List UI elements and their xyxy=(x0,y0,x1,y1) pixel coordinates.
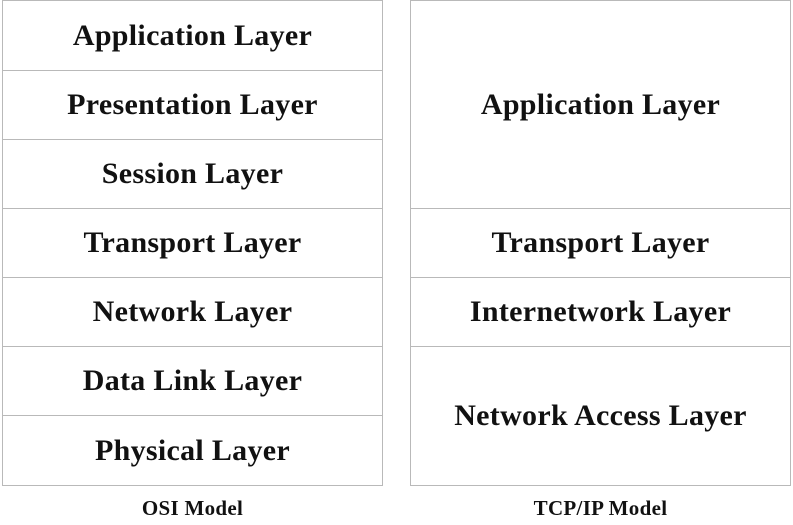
osi-model-stack: Application Layer Presentation Layer Ses… xyxy=(2,0,383,486)
tcpip-model-label: TCP/IP Model xyxy=(533,496,668,520)
osi-transport-layer: Transport Layer xyxy=(3,209,382,278)
tcpip-network-access-layer: Network Access Layer xyxy=(454,399,747,432)
osi-session-layer: Session Layer xyxy=(3,140,382,209)
osi-presentation-layer: Presentation Layer xyxy=(3,71,382,140)
osi-model-label: OSI Model xyxy=(141,496,244,520)
tcpip-internetwork-layer: Internetwork Layer xyxy=(411,278,790,347)
tcpip-transport-layer: Transport Layer xyxy=(411,209,790,278)
tcpip-application-layer: Application Layer xyxy=(411,1,790,209)
osi-network-layer: Network Layer xyxy=(3,278,382,347)
osi-application-layer: Application Layer xyxy=(3,1,382,71)
tcpip-model-stack: Application Layer Transport Layer Intern… xyxy=(410,0,791,486)
osi-physical-layer: Physical Layer xyxy=(94,433,290,467)
osi-data-link-layer: Data Link Layer xyxy=(3,347,382,416)
